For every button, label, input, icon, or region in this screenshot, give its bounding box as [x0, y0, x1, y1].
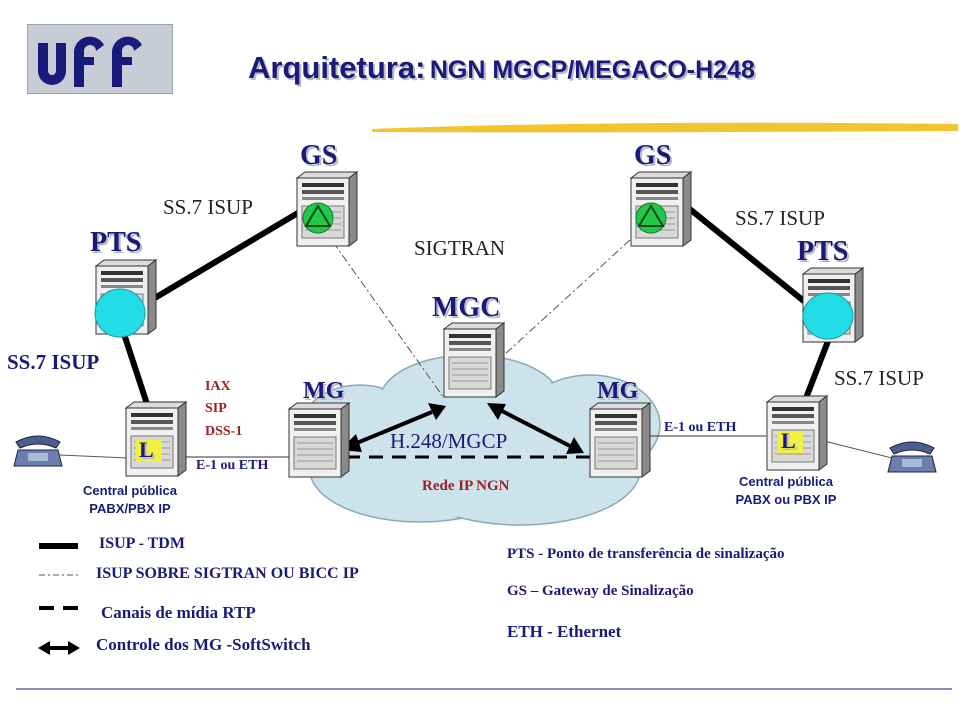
uff-logo [27, 24, 173, 94]
phone-left-icon [13, 435, 63, 467]
l-left-label: L [139, 437, 154, 462]
l-right-label: L [781, 428, 796, 453]
gs-right-triangle-icon [635, 202, 667, 234]
ss7-label-top-right: SS.7 ISUP [735, 206, 825, 230]
phone-line-right [819, 439, 893, 459]
e1-label-left: E-1 ou ETH [196, 458, 269, 473]
definition-eth: ETH - Ethernet [507, 622, 622, 641]
pts-right-label: PTS [797, 236, 849, 267]
ss7-label-top-left: SS.7 ISUP [163, 195, 253, 219]
mg-right-server [589, 402, 651, 478]
control-arrow-right [487, 403, 584, 454]
protocol-dss1: DSS-1 [205, 424, 243, 439]
pts-right-circle-icon [802, 292, 854, 340]
central-left-caption-line2: PABX/PBX IP [89, 501, 171, 516]
central-right-caption-line1: Central pública [739, 474, 833, 489]
sigtran-link-left [332, 241, 445, 399]
legend-isup-sigtran: ISUP SOBRE SIGTRAN OU BICC IP [96, 565, 359, 582]
legend-rtp: Canais de mídia RTP [101, 603, 256, 622]
gs-left-triangle-icon [302, 202, 334, 234]
central-left-server [125, 401, 187, 477]
legend-isup-tdm: ISUP - TDM [99, 535, 185, 552]
title-swoosh [372, 122, 958, 133]
ss7-label-mid-left: SS.7 ISUP [7, 350, 100, 374]
isup-link-pts-l-left [121, 333, 150, 405]
pts-left-circle-icon [94, 288, 146, 338]
h248-label: H.248/MGCP [390, 429, 508, 453]
central-left-caption-line1: Central pública [83, 483, 177, 498]
mgc-label: MGC [432, 292, 501, 323]
rede-ip-label: Rede IP NGN [422, 478, 510, 494]
gs-left-label: GS [300, 140, 338, 171]
central-left-caption: Central pública PABX/PBX IP [82, 482, 178, 518]
mg-left-server [288, 402, 350, 478]
isup-link-pts-gs-left [146, 204, 310, 305]
title-part1: Arquitetura: [248, 50, 426, 85]
sigtran-label: SIGTRAN [414, 236, 506, 260]
mg-left-label: MG [303, 378, 345, 404]
ss7-label-mid-right: SS.7 ISUP [834, 366, 924, 390]
definition-pts: PTS - Ponto de transferência de sinaliza… [507, 546, 785, 562]
central-right-caption: Central pública PABX ou PBX IP [718, 473, 854, 509]
e1-label-right: E-1 ou ETH [664, 420, 737, 435]
phone-line-left [59, 454, 129, 459]
central-right-caption-line2: PABX ou PBX IP [735, 492, 837, 507]
isup-link-pts-l-right [803, 334, 833, 400]
protocol-sip: SIP [205, 401, 227, 416]
uff-logo-graphic [38, 36, 142, 87]
pts-left-label: PTS [90, 227, 142, 258]
l-right-badge [777, 431, 803, 453]
legend-softswitch: Controle dos MG -SoftSwitch [96, 635, 311, 654]
phone-right-icon [887, 441, 937, 473]
definition-gs: GS – Gateway de Sinalização [507, 583, 694, 599]
isup-link-gs-pts-right [674, 195, 812, 309]
legend-control-arrow-symbol [38, 641, 80, 655]
sigtran-link-right [492, 239, 631, 366]
legend-rtp-symbol [39, 606, 78, 610]
l-left-badge [136, 440, 162, 462]
mgc-server [443, 322, 505, 398]
page-title: Arquitetura: NGN MGCP/MEGACO-H248 [248, 50, 755, 86]
mg-right-label: MG [597, 378, 639, 404]
gs-right-label: GS [634, 140, 672, 171]
title-part2: NGN MGCP/MEGACO-H248 [429, 56, 755, 84]
protocol-iax: IAX [205, 379, 231, 394]
legend-isup-tdm-symbol [39, 543, 78, 549]
